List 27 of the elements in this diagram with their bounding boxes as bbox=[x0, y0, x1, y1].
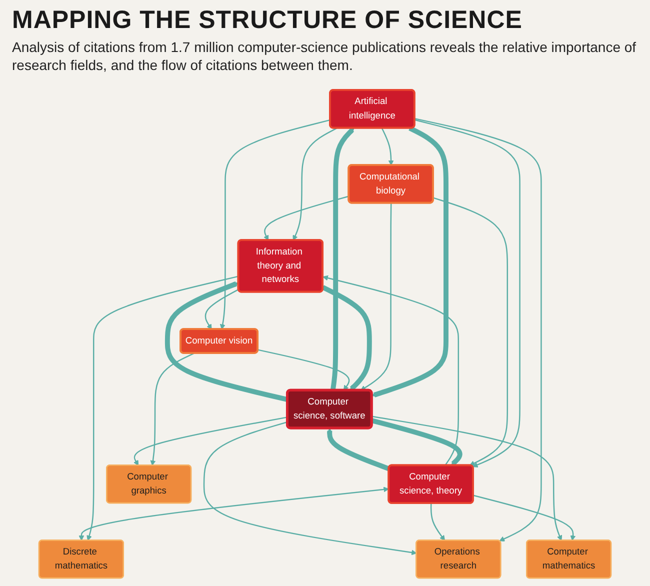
arrow bbox=[326, 428, 390, 472]
arrow bbox=[86, 276, 239, 541]
arrow bbox=[430, 503, 446, 541]
arrow bbox=[220, 119, 330, 330]
caption: Analysis of citations from 1.7 million computer-science publications reveals the relative importance of research fields, and the flow of citations between them. bbox=[12, 38, 638, 74]
title: MAPPING THE STRUCTURE OF SCIENCE bbox=[12, 6, 522, 35]
arrow bbox=[381, 128, 394, 166]
arrow bbox=[322, 275, 460, 466]
arrow bbox=[414, 119, 520, 468]
arrow bbox=[78, 486, 389, 541]
arrow bbox=[473, 494, 576, 541]
arrow bbox=[204, 288, 239, 330]
arrow bbox=[264, 196, 350, 241]
arrow bbox=[330, 128, 354, 391]
arrow bbox=[372, 126, 448, 398]
arrow bbox=[433, 197, 508, 466]
arrow bbox=[150, 352, 195, 466]
arrow bbox=[372, 416, 562, 541]
arrow bbox=[203, 421, 417, 556]
arrow bbox=[292, 128, 338, 241]
arrow bbox=[371, 418, 462, 466]
arrow bbox=[258, 349, 350, 391]
arrow bbox=[414, 118, 542, 542]
arrow bbox=[133, 416, 288, 466]
arrow bbox=[322, 285, 372, 391]
arrow bbox=[360, 203, 392, 391]
arrow bbox=[164, 281, 288, 402]
